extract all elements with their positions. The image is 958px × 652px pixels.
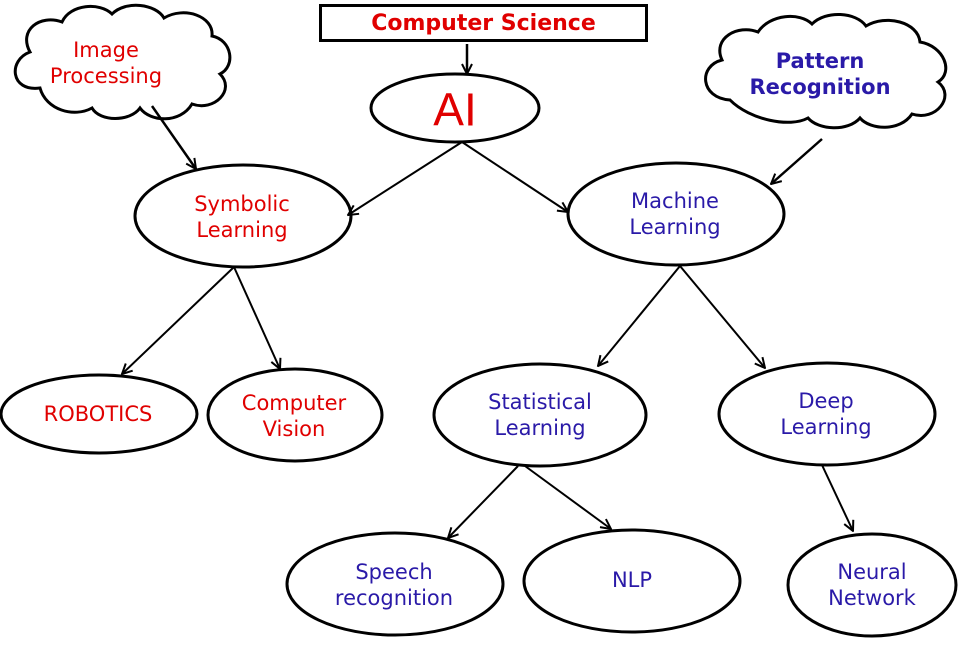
- pattern-recognition-line1: Pattern: [775, 48, 865, 73]
- edge-deep-to-neural: [821, 464, 853, 531]
- robotics-text: ROBOTICS: [43, 401, 153, 426]
- deep-learning-line1: Deep: [798, 388, 854, 413]
- symbolic-learning-line2: Learning: [196, 218, 288, 242]
- statistical-learning-line1: Statistical: [488, 389, 592, 414]
- cloud-image-processing: [13, 3, 232, 121]
- edge-ml-to-deep: [679, 265, 765, 368]
- statistical-learning-line2: Learning: [494, 416, 586, 440]
- root-label: Computer Science: [371, 10, 596, 36]
- edge-pattern-recognition-to-ml: [771, 138, 823, 184]
- computer-vision-line1: Computer: [241, 390, 347, 415]
- edge-image-processing-to-symbolic: [150, 105, 196, 169]
- neural-network-line2: Network: [828, 586, 916, 610]
- image-processing-line1: Image: [73, 37, 139, 62]
- neural-network-label: Neural Network: [828, 559, 916, 612]
- node-computer-vision: [206, 367, 384, 463]
- nlp-text: NLP: [611, 567, 653, 592]
- robotics-label: ROBOTICS: [44, 401, 153, 427]
- edge-statistical-to-speech: [448, 465, 519, 538]
- pattern-recognition-label: Pattern Recognition: [749, 48, 890, 101]
- edge-statistical-to-nlp: [524, 465, 611, 529]
- symbolic-learning-line1: Symbolic: [194, 191, 290, 216]
- deep-learning-label: Deep Learning: [780, 388, 871, 441]
- cloud-pattern-recognition: [704, 12, 948, 130]
- edge-symbolic-to-cv: [233, 266, 280, 369]
- machine-learning-label: Machine Learning: [629, 188, 720, 241]
- pattern-recognition-line2: Recognition: [749, 75, 891, 99]
- image-processing-label: Image Processing: [50, 37, 162, 90]
- image-processing-line2: Processing: [49, 64, 163, 88]
- node-deep-learning: [717, 361, 937, 467]
- speech-recognition-line2: recognition: [334, 586, 454, 610]
- ai-text: AI: [433, 83, 477, 136]
- node-machine-learning: [566, 161, 786, 267]
- computer-vision-line2: Vision: [262, 417, 326, 441]
- node-neural-network: [786, 532, 958, 638]
- symbolic-learning-label: Symbolic Learning: [194, 191, 290, 244]
- speech-recognition-label: Speech recognition: [335, 559, 453, 612]
- edge-ml-to-statistical: [598, 265, 681, 366]
- deep-learning-line2: Learning: [780, 415, 872, 439]
- node-speech-recognition: [285, 531, 505, 637]
- neural-network-line1: Neural: [837, 559, 907, 584]
- edge-ai-to-ml: [461, 141, 568, 212]
- node-ai: [369, 72, 541, 144]
- node-nlp: [522, 528, 742, 634]
- speech-recognition-line1: Speech: [355, 559, 433, 584]
- node-robotics: [0, 373, 199, 455]
- statistical-learning-label: Statistical Learning: [488, 389, 592, 442]
- nlp-label: NLP: [612, 567, 652, 593]
- root-computer-science: Computer Science: [319, 4, 648, 42]
- machine-learning-line2: Learning: [629, 215, 721, 239]
- computer-vision-label: Computer Vision: [242, 390, 346, 443]
- node-statistical-learning: [432, 362, 648, 468]
- edge-symbolic-to-robotics: [122, 266, 235, 374]
- edge-ai-to-symbolic: [348, 141, 463, 215]
- ai-label: AI: [433, 81, 476, 139]
- machine-learning-line1: Machine: [631, 188, 719, 213]
